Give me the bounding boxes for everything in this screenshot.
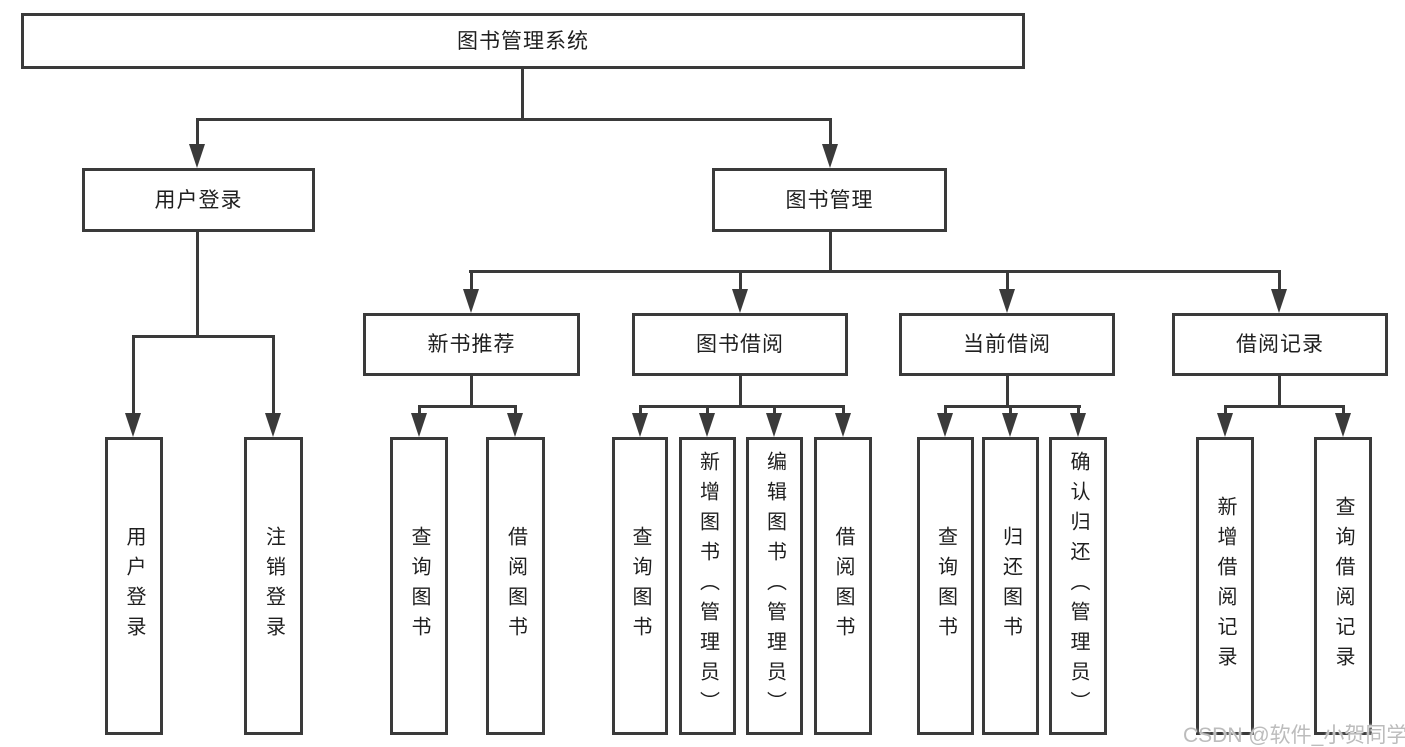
leaf-nb-query-books-label: 查询图书 xyxy=(408,526,430,646)
arrow-down-icon xyxy=(766,413,782,437)
arrow-down-icon xyxy=(265,413,281,437)
connector-drop-nb-borrow xyxy=(514,405,517,415)
arrow-down-icon xyxy=(732,289,748,313)
arrow-down-icon xyxy=(1271,289,1287,313)
connector-drop-book-borrow xyxy=(739,270,742,290)
node-book-borrow-label: 图书借阅 xyxy=(696,333,784,356)
connector-book-management-stem xyxy=(829,232,832,273)
connector-new-book-bar xyxy=(418,405,517,408)
node-book-borrow: 图书借阅 xyxy=(632,313,848,376)
arrow-down-icon xyxy=(189,144,205,168)
connector-drop-borrow-records xyxy=(1278,270,1281,290)
leaf-nb-query-books: 查询图书 xyxy=(390,437,448,735)
leaf-user-login-label: 用户登录 xyxy=(123,526,145,646)
arrow-down-icon xyxy=(999,289,1015,313)
arrow-down-icon xyxy=(632,413,648,437)
connector-drop-book-management xyxy=(829,118,832,148)
connector-new-book-stem xyxy=(470,376,473,408)
connector-drop-user-login xyxy=(196,118,199,148)
connector-drop-bb-edit xyxy=(773,405,776,415)
connector-user-login-stem xyxy=(196,232,199,337)
arrow-down-icon xyxy=(411,413,427,437)
node-book-management: 图书管理 xyxy=(712,168,947,232)
node-root-system: 图书管理系统 xyxy=(21,13,1025,69)
leaf-bb-edit-books-label: 编辑图书（管理员） xyxy=(763,451,786,721)
leaf-logout: 注销登录 xyxy=(244,437,303,735)
connector-drop-bb-borrow xyxy=(842,405,845,415)
connector-root-stem xyxy=(521,69,524,120)
node-new-book-recommend: 新书推荐 xyxy=(363,313,580,376)
leaf-bb-query-books: 查询图书 xyxy=(612,437,668,735)
node-borrow-records-label: 借阅记录 xyxy=(1236,333,1324,356)
connector-drop-br-query xyxy=(1342,405,1345,415)
connector-user-login-bar xyxy=(132,335,275,338)
arrow-down-icon xyxy=(463,289,479,313)
node-root-label: 图书管理系统 xyxy=(457,29,589,53)
node-borrow-records: 借阅记录 xyxy=(1172,313,1388,376)
arrow-down-icon xyxy=(1070,413,1086,437)
leaf-cb-return-books: 归还图书 xyxy=(982,437,1039,735)
node-current-borrow-label: 当前借阅 xyxy=(963,333,1051,356)
arrow-down-icon xyxy=(937,413,953,437)
arrow-down-icon xyxy=(1335,413,1351,437)
leaf-cb-confirm-return-label: 确认归还（管理员） xyxy=(1067,451,1089,721)
arrow-down-icon xyxy=(1002,413,1018,437)
arrow-down-icon xyxy=(125,413,141,437)
connector-drop-leaf-logout xyxy=(272,335,275,413)
arrow-down-icon xyxy=(1217,413,1233,437)
leaf-cb-confirm-return: 确认归还（管理员） xyxy=(1049,437,1107,735)
leaf-nb-borrow-books-label: 借阅图书 xyxy=(504,526,527,646)
connector-drop-cb-confirm xyxy=(1077,405,1080,415)
leaf-bb-add-books-label: 新增图书（管理员） xyxy=(696,451,719,721)
node-book-management-label: 图书管理 xyxy=(785,188,874,212)
leaf-br-query-record: 查询借阅记录 xyxy=(1314,437,1372,735)
leaf-bb-add-books: 新增图书（管理员） xyxy=(679,437,736,735)
leaf-br-query-record-label: 查询借阅记录 xyxy=(1332,496,1354,676)
connector-root-bar xyxy=(196,118,832,121)
leaf-logout-label: 注销登录 xyxy=(262,526,285,646)
connector-book-management-bar xyxy=(469,270,1281,273)
csdn-watermark: CSDN @软件_小贺同学 xyxy=(1183,724,1405,747)
leaf-cb-query-books: 查询图书 xyxy=(917,437,974,735)
connector-drop-bb-add xyxy=(706,405,709,415)
leaf-bb-borrow-books-label: 借阅图书 xyxy=(832,526,854,646)
connector-drop-current-borrow xyxy=(1006,270,1009,290)
node-user-login-label: 用户登录 xyxy=(154,188,243,212)
connector-borrow-records-bar xyxy=(1224,405,1345,408)
connector-drop-cb-return xyxy=(1009,405,1012,415)
arrow-down-icon xyxy=(699,413,715,437)
connector-drop-leaf-user-login xyxy=(132,335,135,413)
leaf-bb-query-books-label: 查询图书 xyxy=(629,526,651,646)
leaf-cb-query-books-label: 查询图书 xyxy=(934,526,957,646)
arrow-down-icon xyxy=(822,144,838,168)
connector-drop-br-add xyxy=(1224,405,1227,415)
connector-drop-bb-query xyxy=(639,405,642,415)
connector-drop-cb-query xyxy=(944,405,947,415)
leaf-user-login: 用户登录 xyxy=(105,437,163,735)
leaf-nb-borrow-books: 借阅图书 xyxy=(486,437,545,735)
connector-drop-nb-query xyxy=(418,405,421,415)
node-user-login: 用户登录 xyxy=(82,168,315,232)
node-new-book-recommend-label: 新书推荐 xyxy=(427,333,516,356)
leaf-bb-borrow-books: 借阅图书 xyxy=(814,437,872,735)
connector-borrow-records-stem xyxy=(1278,376,1281,408)
connector-current-borrow-bar xyxy=(944,405,1081,408)
connector-current-borrow-stem xyxy=(1006,376,1009,408)
leaf-cb-return-books-label: 归还图书 xyxy=(999,526,1022,646)
connector-book-borrow-bar xyxy=(639,405,845,408)
connector-book-borrow-stem xyxy=(739,376,742,408)
node-current-borrow: 当前借阅 xyxy=(899,313,1115,376)
arrow-down-icon xyxy=(835,413,851,437)
leaf-br-add-record: 新增借阅记录 xyxy=(1196,437,1254,735)
connector-drop-new-book xyxy=(470,270,473,290)
arrow-down-icon xyxy=(507,413,523,437)
leaf-bb-edit-books: 编辑图书（管理员） xyxy=(746,437,803,735)
leaf-br-add-record-label: 新增借阅记录 xyxy=(1214,496,1236,676)
